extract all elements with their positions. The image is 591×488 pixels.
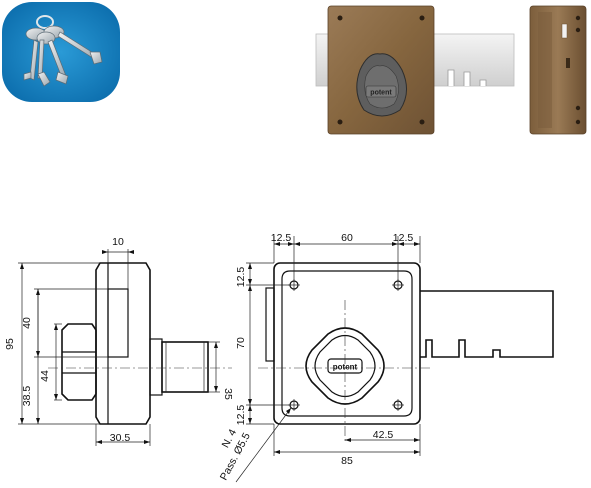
dim-label-12-5-left: 12.5 (271, 232, 292, 244)
dim-label-12-5-top-side: 12.5 (235, 267, 247, 288)
dim-label-70: 70 (235, 337, 247, 349)
dim-label-44: 44 (39, 370, 51, 382)
dim-label-10: 10 (112, 236, 124, 248)
keys-icon (23, 15, 103, 87)
dim-label-35: 35 (222, 388, 234, 400)
dim-label-42-5: 42.5 (373, 429, 394, 441)
dim-label-38-5: 38.5 (21, 386, 33, 407)
keys-photo-background (2, 2, 120, 102)
dim-label-12-5-right: 12.5 (393, 232, 414, 244)
dim-label-12-5-bottom-side: 12.5 (235, 405, 247, 426)
dim-label-40: 40 (21, 317, 33, 329)
dim-label-30-5: 30.5 (110, 432, 131, 444)
keys-photo (2, 2, 120, 102)
screw-holes (288, 279, 404, 411)
dim-label-95: 95 (4, 338, 16, 350)
dim-label-60: 60 (341, 232, 353, 244)
knob-photo-brand: potent (370, 90, 392, 97)
dim-label-85: 85 (341, 455, 353, 467)
front-view-drawing: potent 12.5 60 12.5 12.5 70 12. (218, 232, 554, 482)
lock-photo: potent (315, 5, 587, 135)
side-view-drawing: 10 95 40 44 38.5 30.5 35 (4, 236, 234, 446)
